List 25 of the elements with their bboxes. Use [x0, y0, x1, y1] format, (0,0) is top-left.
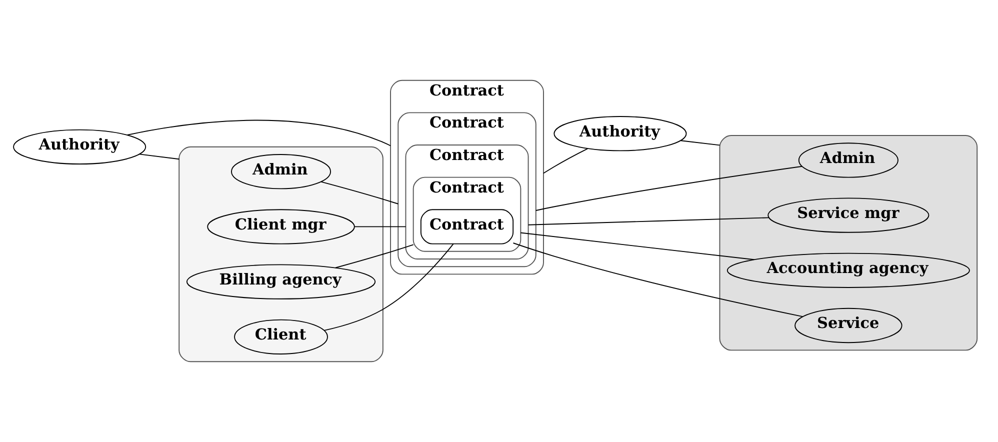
node-ellipse: Authority — [554, 116, 687, 152]
connector — [139, 154, 180, 160]
connector — [126, 120, 392, 146]
connector — [512, 242, 804, 317]
node-box: Contract — [420, 209, 514, 244]
node-ellipse: Service mgr — [768, 198, 930, 233]
node-ellipse: Billing agency — [186, 264, 376, 300]
connector — [543, 148, 588, 174]
node-ellipse: Client mgr — [207, 209, 355, 244]
node-ellipse: Client — [234, 319, 328, 354]
node-ellipse: Authority — [13, 129, 146, 164]
node-ellipse: Service — [794, 308, 902, 344]
node-ellipse: Accounting agency — [726, 252, 970, 288]
cluster — [719, 135, 978, 351]
connector — [520, 232, 755, 260]
node-ellipse: Admin — [798, 142, 898, 178]
connector — [354, 226, 406, 228]
connector — [535, 166, 803, 211]
node-ellipse: Admin — [231, 154, 332, 190]
connector — [680, 140, 720, 146]
cluster — [178, 146, 384, 362]
connector — [528, 217, 770, 226]
connector — [324, 243, 454, 331]
connector — [335, 244, 414, 268]
connector — [320, 181, 399, 204]
